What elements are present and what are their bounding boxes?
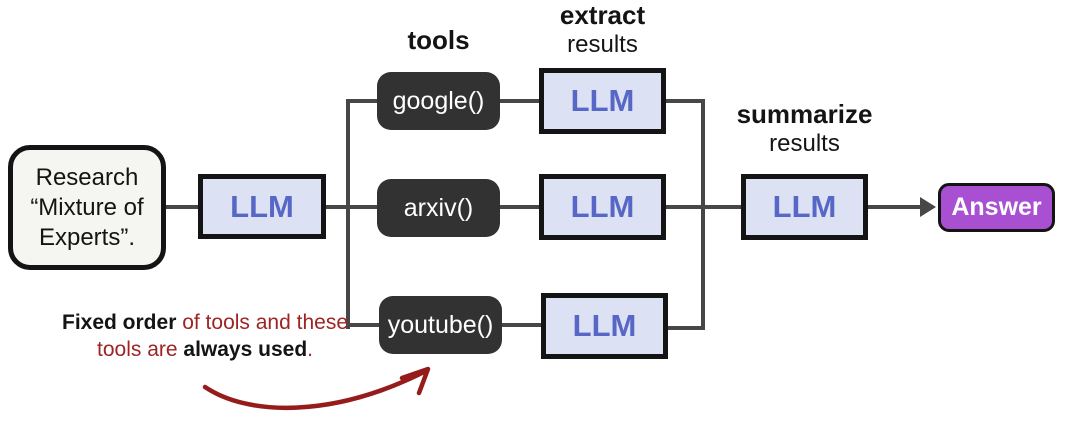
- annotation-red-3: .: [307, 338, 313, 361]
- stub-to-google: [346, 99, 379, 103]
- llm-box-initial: LLM: [198, 174, 326, 239]
- heading-tools-label: tools: [407, 25, 470, 55]
- llm-box-summarize: LLM: [741, 174, 868, 240]
- arrow-to-answer-line: [866, 205, 922, 209]
- connector-input-to-llm: [164, 205, 200, 209]
- tool-label-google: google(): [392, 86, 485, 115]
- stub-to-youtube: [346, 323, 381, 327]
- annotation-red-1: of tools and these: [176, 311, 348, 334]
- connector-merge-to-summarize: [701, 205, 743, 209]
- tool-box-arxiv: arxiv(): [377, 179, 500, 237]
- answer-label: Answer: [951, 193, 1042, 221]
- heading-extract-line2: results: [567, 31, 638, 58]
- arrowhead-icon: [920, 197, 936, 217]
- connector-youtube-to-llm: [500, 323, 543, 327]
- llm-box-extract-youtube: LLM: [541, 293, 668, 359]
- connector-google-to-llm: [498, 99, 541, 103]
- heading-tools: tools: [377, 26, 500, 55]
- tool-box-youtube: youtube(): [379, 296, 502, 354]
- heading-summarize-line2: results: [769, 130, 840, 157]
- llm-label: LLM: [772, 189, 837, 224]
- answer-box: Answer: [938, 183, 1055, 232]
- tool-label-arxiv: arxiv(): [403, 193, 474, 222]
- annotation-text: Fixed order of tools and these tools are…: [28, 309, 382, 363]
- llm-box-extract-arxiv: LLM: [539, 174, 666, 240]
- input-box: Research “Mixture of Experts”.: [8, 145, 166, 270]
- llm-label: LLM: [572, 308, 637, 343]
- branch-line-left: [346, 99, 350, 329]
- heading-summarize-results: summarize results: [716, 100, 893, 158]
- connector-llm-to-branch: [324, 205, 379, 209]
- stub-extract3-to-merge: [666, 326, 705, 330]
- annotation-bold-1: Fixed order: [62, 311, 177, 334]
- annotation-bold-2: always used: [183, 338, 308, 361]
- annotation-red-2: tools are: [97, 338, 184, 361]
- llm-label: LLM: [570, 189, 635, 224]
- heading-extract-line1: extract: [559, 0, 646, 30]
- input-text: Research “Mixture of Experts”.: [30, 163, 144, 251]
- connector-arxiv-to-llm: [498, 205, 541, 209]
- stub-extract1-to-merge: [664, 99, 705, 103]
- llm-label: LLM: [570, 83, 635, 118]
- llm-label: LLM: [230, 188, 294, 224]
- llm-box-extract-google: LLM: [539, 68, 666, 134]
- heading-extract-results: extract results: [527, 1, 678, 59]
- stub-extract2-to-merge: [664, 205, 705, 209]
- tool-label-youtube: youtube(): [387, 310, 494, 339]
- curved-arrow-head: [399, 366, 431, 396]
- tool-box-google: google(): [377, 72, 500, 130]
- heading-summarize-line1: summarize: [736, 99, 873, 129]
- curved-arrow-shaft: [202, 369, 427, 411]
- merge-line-right: [701, 99, 705, 330]
